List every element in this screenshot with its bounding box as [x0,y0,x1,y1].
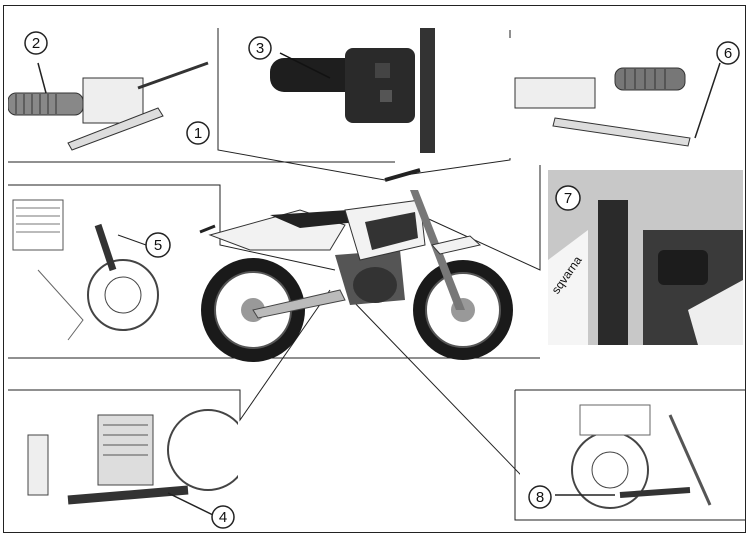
panel-gear-shift: 4 [8,395,238,530]
callout-8: 8 [536,489,544,506]
motorcycle [199,168,513,362]
panel-kick-start: 5 [8,190,183,350]
callout-5: 5 [154,237,162,254]
callout-2: 2 [32,35,40,52]
panel-clutch: 6 [495,38,745,158]
figure-frame [3,5,746,533]
callout-4: 4 [219,509,227,526]
callout-1: 1 [194,125,202,142]
callout-7: 7 [564,190,572,207]
panel-stop-switch: 3 [240,28,435,153]
panel-fuel-cap: sqvarna 7 [548,170,743,345]
front-fender [431,235,482,255]
panel-rear-brake: 8 [520,395,742,517]
callout-6: 6 [724,45,732,62]
leader-lines [8,28,745,521]
panel-front-brake: 2 1 [8,28,213,158]
callout-3: 3 [256,40,264,57]
